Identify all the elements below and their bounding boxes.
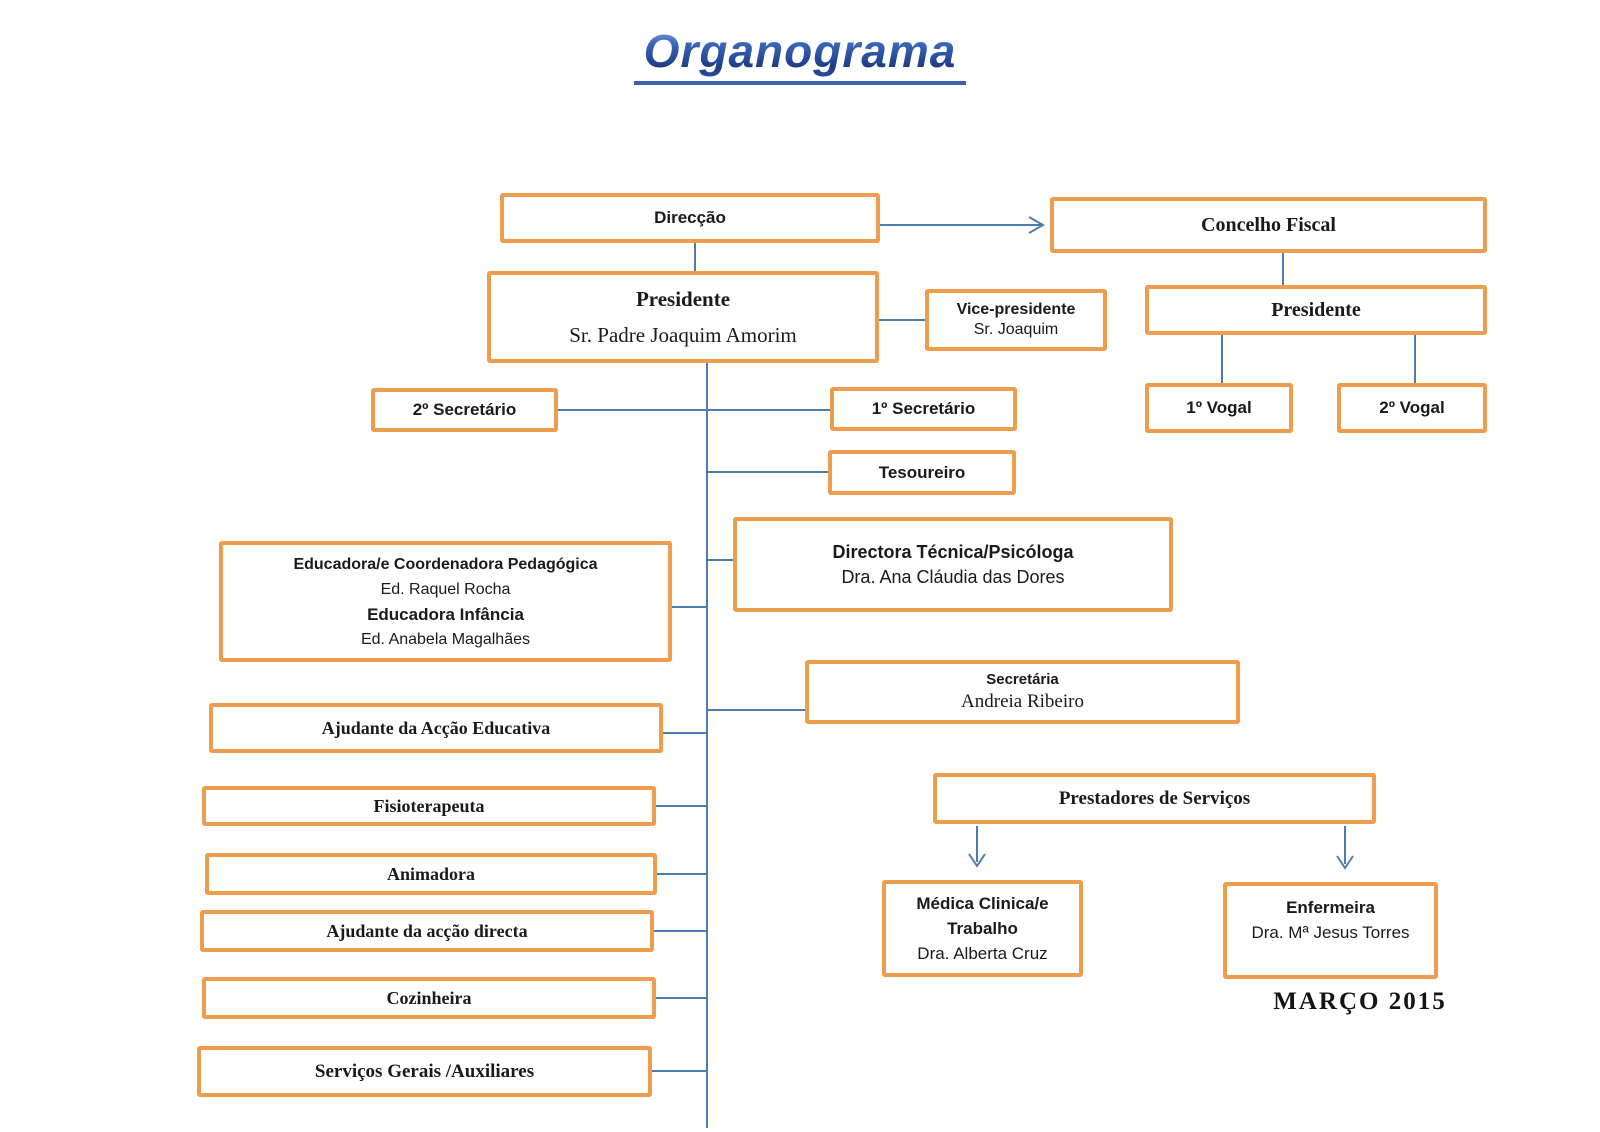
- node-title: Presidente: [635, 286, 731, 311]
- node-1-secretario: 1º Secretário: [830, 387, 1017, 431]
- node-2-secretario: 2º Secretário: [371, 388, 558, 432]
- date-label: MARÇO 2015: [1273, 988, 1447, 1015]
- node-animadora: Animadora: [205, 853, 657, 895]
- node-title: Enfermeira: [1286, 898, 1375, 917]
- node-2-vogal: 2º Vogal: [1337, 383, 1487, 433]
- node-prestadores-servicos: Prestadores de Serviços: [933, 773, 1376, 824]
- node-1-vogal: 1º Vogal: [1145, 383, 1293, 433]
- node-person-name: Dra. Mª Jesus Torres: [1251, 923, 1410, 942]
- node-enfermeira: Enfermeira Dra. Mª Jesus Torres: [1223, 882, 1438, 979]
- node-title: Vice-presidente: [956, 301, 1076, 318]
- node-person-name: Sr. Joaquim: [973, 321, 1059, 338]
- node-person-name: Sr. Padre Joaquim Amorim: [569, 323, 797, 348]
- node-secretaria: Secretária Andreia Ribeiro: [805, 660, 1240, 724]
- node-presidente-fiscal: Presidente: [1145, 285, 1487, 335]
- node-title: Educadora Infância: [367, 604, 524, 624]
- node-concelho-fiscal: Concelho Fiscal: [1050, 197, 1487, 253]
- node-servicos-gerais: Serviços Gerais /Auxiliares: [197, 1046, 652, 1097]
- node-title: Médica Clinica/e Trabalho: [916, 894, 1049, 938]
- node-title: Directora Técnica/Psicóloga: [832, 541, 1074, 562]
- node-person-name: Andreia Ribeiro: [961, 690, 1084, 712]
- node-presidente-direccao: Presidente Sr. Padre Joaquim Amorim: [487, 271, 879, 363]
- arrowhead-medica: [968, 853, 986, 868]
- node-medica-clinica: Médica Clinica/e Trabalho Dra. Alberta C…: [882, 880, 1083, 977]
- node-title: Secretária: [986, 670, 1059, 688]
- node-educadora-coordenadora: Educadora/e Coordenadora Pedagógica Ed. …: [219, 541, 672, 662]
- node-title: Educadora/e Coordenadora Pedagógica: [293, 555, 598, 573]
- node-ajudante-accao-educativa: Ajudante da Acção Educativa: [209, 703, 663, 753]
- node-person-name: Dra. Alberta Cruz: [917, 944, 1048, 963]
- node-vice-presidente: Vice-presidente Sr. Joaquim: [925, 289, 1107, 351]
- node-cozinheira: Cozinheira: [202, 977, 656, 1019]
- page-title: Organograma: [0, 24, 1600, 85]
- node-person-name: Ed. Anabela Magalhães: [360, 630, 530, 648]
- node-fisioterapeuta: Fisioterapeuta: [202, 786, 656, 826]
- node-tesoureiro: Tesoureiro: [828, 450, 1016, 495]
- node-direccao: Direcção: [500, 193, 880, 243]
- node-person-name: Dra. Ana Cláudia das Dores: [841, 567, 1065, 587]
- node-directora-tecnica: Directora Técnica/Psicóloga Dra. Ana Clá…: [733, 517, 1173, 612]
- arrowhead-enfermeira: [1336, 855, 1354, 870]
- page-title-text: Organograma: [633, 24, 967, 85]
- node-ajudante-accao-directa: Ajudante da acção directa: [200, 910, 654, 952]
- arrowhead-concelho: [1028, 216, 1046, 234]
- node-person-name: Ed. Raquel Rocha: [380, 580, 511, 598]
